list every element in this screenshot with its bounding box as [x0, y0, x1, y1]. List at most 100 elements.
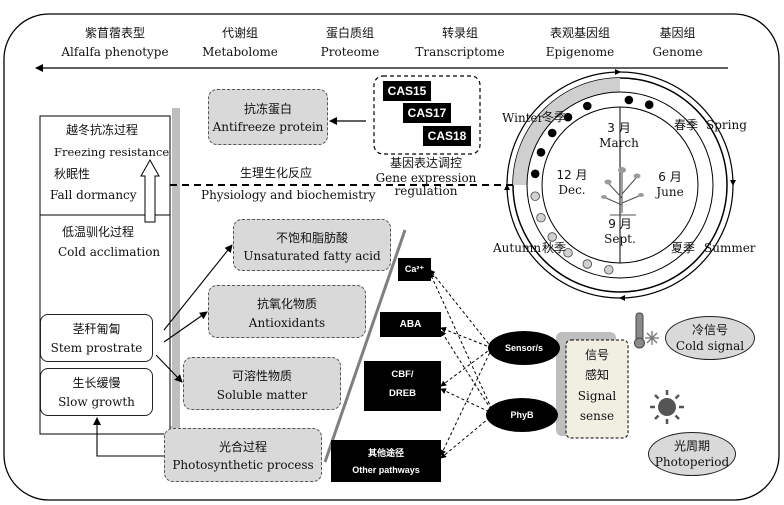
soluble-matter-en: Soluble matter [216, 388, 308, 402]
season-dot [563, 248, 573, 258]
unsaturated-fatty-acid-zh: 不饱和脂肪酸 [275, 231, 348, 245]
slow-growth-en: Slow growth [58, 395, 135, 409]
signal-sense-en2: sense [579, 409, 615, 423]
antioxidants-box: 抗氧化物质 Antioxidants [208, 285, 366, 338]
cas18-label: CAS18 [423, 126, 471, 146]
slow-growth-zh: 生长缓慢 [72, 376, 121, 390]
antioxidants-zh: 抗氧化物质 [256, 297, 317, 311]
soluble-matter-box: 可溶性物质 Soluble matter [183, 357, 341, 410]
season-dot [536, 212, 546, 223]
season-dot [563, 112, 573, 122]
june-zh: 6 月 [658, 170, 682, 184]
outer-frame [3, 13, 780, 501]
season-dot [530, 191, 540, 201]
omics-zh-4: 表观基因组 [549, 26, 610, 40]
dec-zh: 12 月 [556, 168, 588, 182]
omics-zh-1: 代谢组 [221, 26, 258, 40]
omics-zh-3: 转录组 [441, 26, 478, 40]
season-dot [624, 95, 634, 105]
signal-sense-zh1: 信号 [584, 348, 609, 362]
omics-en-5: Genome [652, 45, 703, 59]
physiology-zh: 生理生化反应 [240, 166, 313, 180]
omics-en-2: Proteome [320, 45, 380, 59]
hollow-up-arrow [140, 158, 160, 223]
omics-zh-5: 基因组 [659, 26, 696, 40]
cbf-dreb-label: CBF/ DREB [364, 361, 441, 411]
photosynthetic-en: Photosynthetic process [172, 458, 314, 472]
spring-zh: 春季 [674, 118, 699, 132]
dreb-text: DREB [389, 388, 416, 399]
gene-regulation-en2: regulation [394, 184, 458, 198]
summer-zh: 夏季 [671, 241, 696, 255]
photoperiod-oval: 光周期 Photoperiod [648, 432, 736, 476]
omics-en-1: Metabolome [202, 45, 278, 59]
omics-zh-0: 紫苜蓿表型 [84, 26, 145, 40]
omics-en-4: Epigenome [545, 45, 615, 59]
other-pathways-en: Other pathways [352, 465, 420, 475]
alfalfa-plant-icon [605, 172, 640, 216]
photoperiod-en: Photoperiod [654, 455, 730, 469]
signal-sense-zh2: 感知 [584, 368, 609, 382]
signal-sense-en1: Signal [577, 389, 617, 403]
unsaturated-fatty-acid-box: 不饱和脂肪酸 Unsaturated fatty acid [233, 219, 391, 271]
season-dot [536, 148, 546, 157]
photoperiod-zh: 光周期 [673, 439, 710, 453]
omics-en-0: Alfalfa phenotype [61, 45, 169, 59]
march-zh: 3 月 [607, 121, 631, 135]
spring-en: Spring [706, 118, 747, 132]
autumn-en: Autumn [493, 241, 542, 255]
winter-en: Winter [502, 111, 544, 125]
antifreeze-en: Antifreeze protein [212, 120, 324, 134]
gene-regulation-zh: 基因表达调控 [389, 156, 462, 170]
photosynthetic-zh: 光合过程 [218, 440, 267, 454]
stem-prostrate-zh: 茎秆匍匐 [72, 322, 121, 336]
dec-en: Dec. [558, 183, 586, 197]
fall-dormancy-zh: 秋眠性 [54, 167, 91, 181]
cas15-label: CAS15 [383, 81, 431, 101]
cold-signal-en: Cold signal [675, 339, 745, 353]
other-pathways-zh: 其他途径 [367, 449, 404, 459]
cbf-text: CBF/ [391, 369, 414, 380]
omics-zh-2: 蛋白质组 [325, 26, 374, 40]
cold-acclimation-en: Cold acclimation [58, 245, 161, 259]
omics-en-3: Transcriptome [415, 45, 505, 59]
season-dot [547, 128, 557, 138]
antioxidants-en: Antioxidants [248, 316, 326, 330]
gene-regulation-en1: Gene expression [375, 171, 477, 185]
sept-en: Sept. [604, 232, 636, 246]
phyb-oval: PhyB [486, 398, 558, 432]
ca-label: Ca²⁺ [398, 258, 431, 281]
winter-zh: 冬季 [542, 110, 567, 124]
slow-growth-box: 生长缓慢 Slow growth [40, 368, 153, 416]
sept-zh: 9 月 [608, 217, 632, 231]
sun-icon [650, 390, 684, 424]
season-dot [644, 100, 654, 109]
season-dot [530, 169, 540, 179]
stem-prostrate-box: 茎秆匍匐 Stem prostrate [40, 314, 153, 362]
march-en: March [599, 136, 639, 150]
june-en: June [656, 185, 684, 199]
cas17-label: CAS17 [403, 103, 451, 123]
physiology-en: Physiology and biochemistry [201, 188, 376, 202]
antifreeze-protein-box: 抗冻蛋白 Antifreeze protein [208, 89, 328, 145]
season-dot [583, 101, 592, 111]
season-dot [604, 265, 614, 275]
cold-signal-oval: 冷信号 Cold signal [665, 316, 755, 360]
overwinter-label: 越冬抗冻过程 [66, 123, 139, 137]
season-dot [582, 259, 593, 269]
antifreeze-zh: 抗冻蛋白 [243, 102, 292, 116]
photosynthetic-process-box: 光合过程 Photosynthetic process [164, 428, 322, 482]
summer-en: Summer [704, 241, 756, 255]
season-clock [504, 69, 736, 301]
thermometer-icon [634, 312, 659, 349]
unsaturated-fatty-acid-en: Unsaturated fatty acid [243, 249, 381, 263]
aba-label: ABA [380, 312, 441, 337]
freezing-resistance-label: Freezing resistance [54, 145, 170, 159]
stem-prostrate-en: Stem prostrate [50, 341, 143, 355]
cold-signal-zh: 冷信号 [691, 323, 728, 337]
cold-acclimation-zh: 低温驯化过程 [62, 225, 135, 239]
season-dot [547, 232, 557, 242]
soluble-matter-zh: 可溶性物质 [231, 369, 292, 383]
sensor-oval: Sensor/s [488, 331, 560, 365]
